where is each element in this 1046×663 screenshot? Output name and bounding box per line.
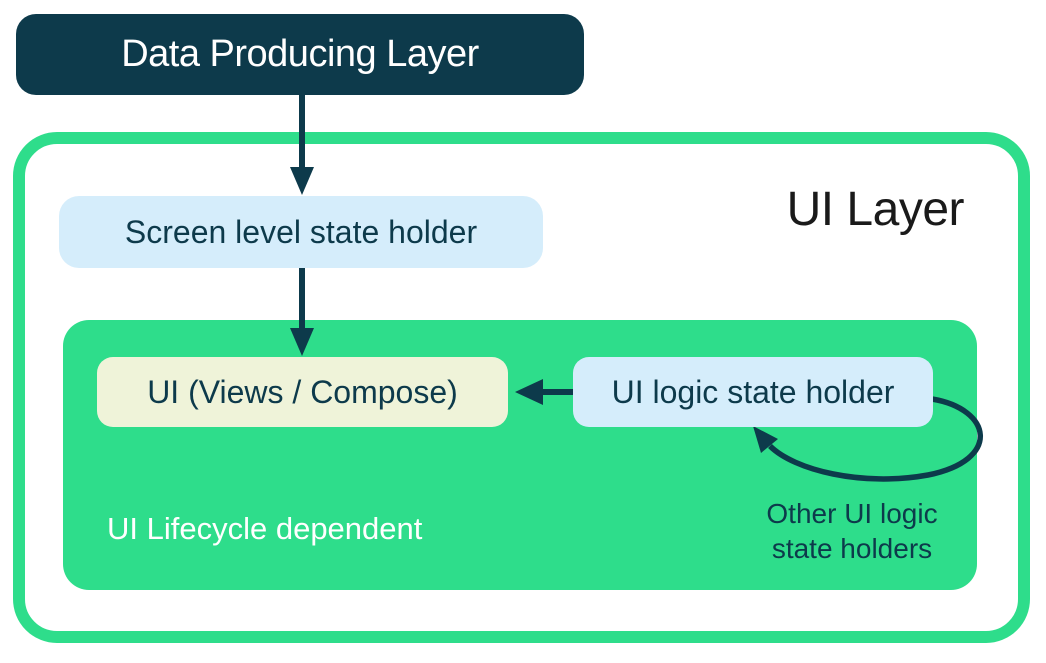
node-ui-views-compose: UI (Views / Compose): [97, 357, 508, 427]
other-ui-logic-state-holders-label: Other UI logic state holders: [737, 496, 967, 566]
screen-level-state-holder-label: Screen level state holder: [124, 213, 478, 250]
node-data-producing-layer: Data Producing Layer: [16, 14, 584, 95]
data-producing-layer-label: Data Producing Layer: [121, 33, 479, 75]
ui-logic-state-holder-label: UI logic state holder: [611, 373, 895, 410]
other-ui-logic-line1: Other UI logic: [766, 498, 938, 529]
node-screen-level-state-holder: Screen level state holder: [59, 196, 543, 268]
ui-lifecycle-dependent-label: UI Lifecycle dependent: [107, 511, 423, 546]
other-ui-logic-line2: state holders: [771, 533, 933, 564]
ui-views-compose-label: UI (Views / Compose): [147, 373, 458, 410]
node-ui-logic-state-holder: UI logic state holder: [573, 357, 933, 427]
ui-layer-title: UI Layer: [786, 183, 965, 236]
